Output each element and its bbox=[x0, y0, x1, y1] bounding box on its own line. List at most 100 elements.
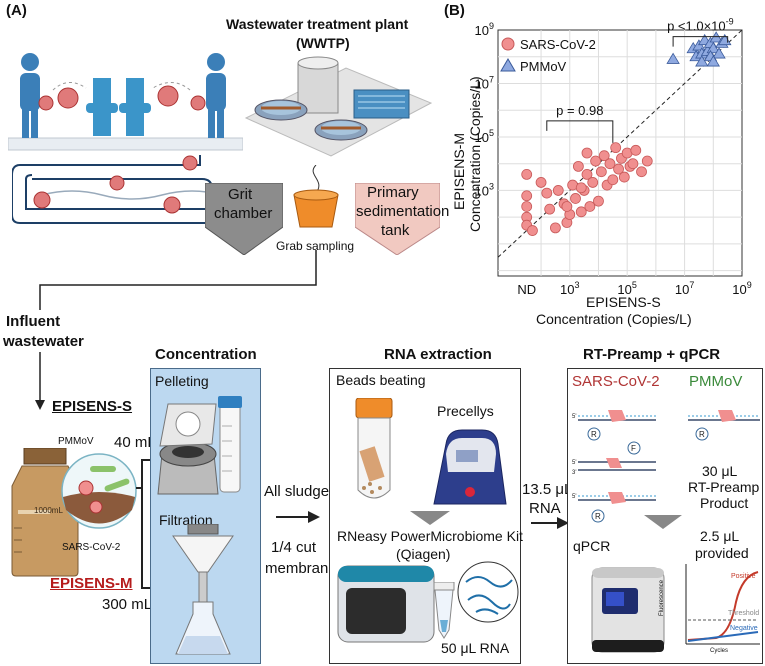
sars-point bbox=[581, 147, 593, 159]
rna-zoom-circle bbox=[457, 561, 519, 623]
annotation-high: p <1.0×10-9 bbox=[667, 17, 734, 34]
rna-50-label: 50 μL RNA bbox=[441, 640, 510, 656]
primary-tank-label: Primary bbox=[367, 184, 419, 201]
pmmov-point bbox=[666, 52, 680, 64]
sars-point bbox=[593, 195, 604, 207]
rt-sars-label: SARS-CoV-2 bbox=[572, 373, 660, 390]
sars-callout: SARS-CoV-2 bbox=[62, 542, 121, 553]
rt-mechanism-diagram: R R F R 5' 5' 3' 5' bbox=[572, 410, 760, 523]
sars-point bbox=[527, 225, 538, 236]
sars-point bbox=[587, 177, 599, 188]
legend-pmmov-marker bbox=[500, 58, 516, 72]
svg-text:5': 5' bbox=[572, 494, 576, 500]
sars-point bbox=[613, 163, 624, 175]
volume-300: 300 mL bbox=[102, 596, 153, 613]
y-tick-label: 103 bbox=[475, 181, 494, 198]
funnel-arrow-rna bbox=[410, 511, 450, 525]
wwtp-title: Wastewater treatment plant bbox=[226, 16, 409, 32]
primary-tank-shape bbox=[355, 183, 440, 255]
rt-title: RT-Preamp + qPCR bbox=[583, 346, 721, 363]
influent-label-2: wastewater bbox=[3, 333, 84, 350]
sars-point bbox=[590, 155, 602, 167]
annotation-low: p = 0.98 bbox=[556, 103, 603, 118]
episens-s-label: EPISENS-S bbox=[52, 398, 133, 415]
virus-icon bbox=[38, 85, 206, 111]
curve-positive-label: Positive bbox=[731, 573, 756, 580]
person-left-icon bbox=[20, 53, 40, 138]
grit-chamber-label-2: chamber bbox=[214, 205, 273, 222]
sars-point bbox=[535, 177, 547, 188]
sars-point bbox=[575, 182, 587, 194]
influent-arrow bbox=[35, 352, 45, 410]
sars-point bbox=[595, 166, 607, 178]
bracket-low bbox=[546, 120, 614, 143]
svg-text:R: R bbox=[699, 430, 705, 439]
beads-beating-label: Beads beating bbox=[336, 372, 426, 388]
primary-tank-label-2: sedimentation bbox=[356, 203, 450, 220]
grit-chamber-shape bbox=[205, 183, 283, 255]
sars-point bbox=[561, 201, 573, 212]
filtration-icon bbox=[172, 524, 234, 655]
svg-text:5': 5' bbox=[572, 414, 576, 420]
sars-point bbox=[618, 171, 630, 183]
sars-point bbox=[541, 187, 553, 199]
sars-point bbox=[598, 150, 610, 162]
bucket-icon bbox=[293, 165, 339, 228]
provided-label: 2.5 μL bbox=[700, 528, 740, 544]
precellys-label: Precellys bbox=[437, 403, 494, 419]
curve-threshold-label: Threshold bbox=[728, 610, 760, 617]
primary-tank-label-3: tank bbox=[381, 222, 410, 239]
sars-point bbox=[607, 174, 619, 186]
sars-point bbox=[572, 160, 584, 172]
precellys-device-icon bbox=[433, 429, 507, 505]
arrow-to-rna bbox=[276, 511, 320, 523]
qpcr-instrument-icon bbox=[591, 567, 665, 653]
wwtp-subtitle: (WWTP) bbox=[296, 35, 350, 51]
sars-point bbox=[544, 203, 556, 215]
sars-point bbox=[550, 222, 561, 234]
legend-pmmov-label: PMMoV bbox=[520, 59, 567, 74]
x-tick-label: 107 bbox=[675, 280, 694, 297]
x-tick-label: 105 bbox=[617, 280, 636, 297]
chart-ylabel-2: Concentration (Copies/L) bbox=[467, 76, 483, 232]
sars-point bbox=[627, 158, 639, 170]
cut-label: 1/4 cut bbox=[271, 539, 317, 556]
y-tick-label: 109 bbox=[475, 21, 494, 38]
rna-135-label: 13.5 μL bbox=[522, 481, 573, 498]
grab-sampling-label: Grab sampling bbox=[276, 239, 355, 253]
sars-point bbox=[575, 206, 587, 218]
y-tick-label: 105 bbox=[475, 128, 494, 145]
centrifuge-icon bbox=[157, 396, 242, 495]
svg-text:R: R bbox=[595, 512, 601, 521]
rna-title: RNA extraction bbox=[384, 346, 492, 363]
curve-ylabel: Fluorescence bbox=[659, 579, 665, 616]
arrow-to-rt bbox=[531, 517, 569, 529]
sars-point bbox=[636, 166, 647, 178]
magnifier-circle bbox=[61, 453, 137, 529]
sars-point bbox=[581, 168, 593, 180]
pmmov-point bbox=[695, 55, 709, 67]
chart-ylabel: EPISENS-M bbox=[451, 132, 467, 210]
x-tick-label: 103 bbox=[560, 280, 579, 297]
sars-point bbox=[521, 201, 533, 212]
panel-b-label: (B) bbox=[444, 2, 465, 19]
legend-sars-label: SARS-CoV-2 bbox=[520, 37, 596, 52]
sars-point bbox=[630, 144, 642, 156]
rna-135-label-2: RNA bbox=[529, 500, 561, 517]
toilet-left-icon bbox=[86, 78, 118, 136]
chart-xlabel-2: Concentration (Copies/L) bbox=[536, 311, 692, 327]
sars-point bbox=[521, 168, 533, 180]
all-sludge-label: All sludge bbox=[264, 483, 330, 500]
rna-tube-icon bbox=[433, 582, 455, 639]
bead-tube-icon bbox=[355, 398, 393, 499]
bottle-volume-label: 1000mL bbox=[34, 506, 63, 515]
x-tick-label: 109 bbox=[732, 280, 751, 297]
grit-chamber-label: Grit bbox=[228, 186, 253, 203]
curve-negative-label: Negative bbox=[730, 625, 758, 632]
legend-sars-marker bbox=[501, 37, 515, 51]
sars-point bbox=[552, 185, 564, 196]
funnel-arrow-rt bbox=[644, 515, 682, 529]
sars-point bbox=[604, 158, 616, 170]
svg-text:R: R bbox=[591, 430, 597, 439]
